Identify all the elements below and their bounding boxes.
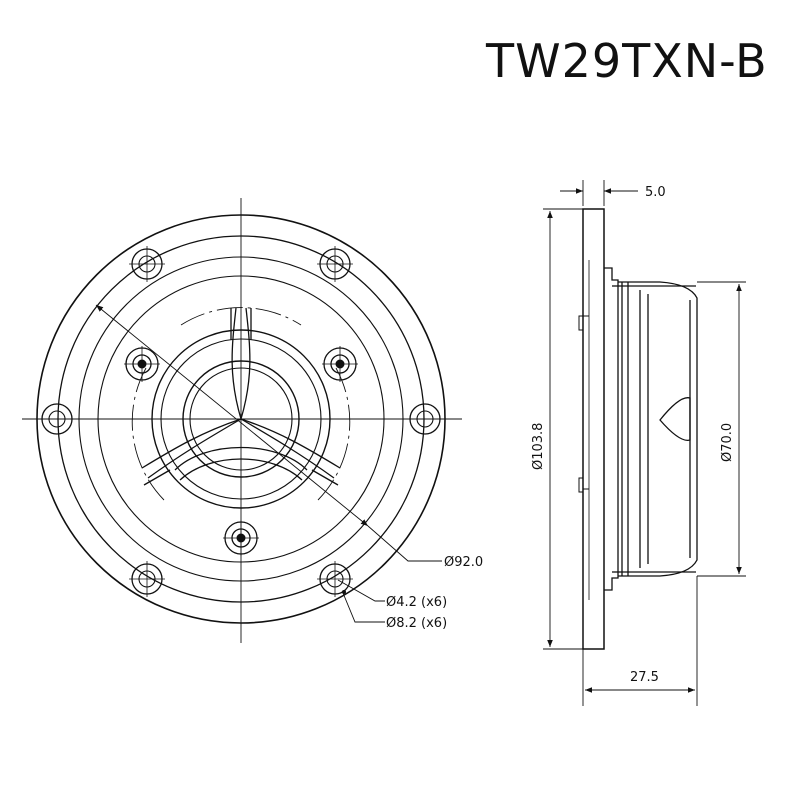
side-flange — [582, 208, 605, 650]
front-view: Ø92.0 Ø4.2 (x6) Ø8.2 (x6) — [22, 198, 483, 643]
hole-small-label: Ø4.2 (x6) — [386, 595, 447, 610]
model-title: TW29TXN-B — [486, 34, 768, 88]
mounting-hole-right — [409, 403, 441, 435]
flange-circle — [57, 235, 425, 603]
thickness-label: 5.0 — [645, 185, 666, 200]
screw-bottom — [223, 520, 259, 556]
front-diameter-label: Ø103.8 — [531, 423, 546, 470]
depth-label: 27.5 — [630, 670, 659, 685]
screw-right — [322, 346, 358, 382]
inner-arc-right — [317, 367, 351, 501]
mounting-hole-top-left — [129, 246, 165, 282]
hole-small-leader — [337, 579, 385, 602]
side-view: 5.0 Ø103.8 Ø70.0 27.5 — [531, 180, 746, 706]
body-diameter-label: Ø70.0 — [720, 423, 735, 462]
mounting-hole-bottom-left — [129, 561, 165, 597]
mounting-holes — [41, 246, 441, 597]
outer-diameter-dimension-line — [95, 304, 369, 527]
side-flange-slot-bottom — [578, 477, 584, 493]
outer-diameter-label: Ø92.0 — [444, 555, 483, 570]
hole-large-leader — [342, 592, 385, 623]
mounting-hole-bottom-right — [317, 561, 353, 597]
inner-arc-left — [131, 367, 165, 501]
hole-large-label: Ø8.2 (x6) — [386, 616, 447, 631]
outer-diameter-leader — [367, 525, 442, 562]
outer-rim-circle — [36, 214, 446, 624]
bolt-circle — [78, 256, 404, 582]
mounting-hole-left — [41, 403, 73, 435]
mounting-hole-top-right — [317, 246, 353, 282]
hole-leader-dot — [342, 590, 346, 594]
side-flange-slot-top — [578, 315, 584, 331]
rear-body — [604, 267, 698, 591]
screw-left — [124, 346, 160, 382]
